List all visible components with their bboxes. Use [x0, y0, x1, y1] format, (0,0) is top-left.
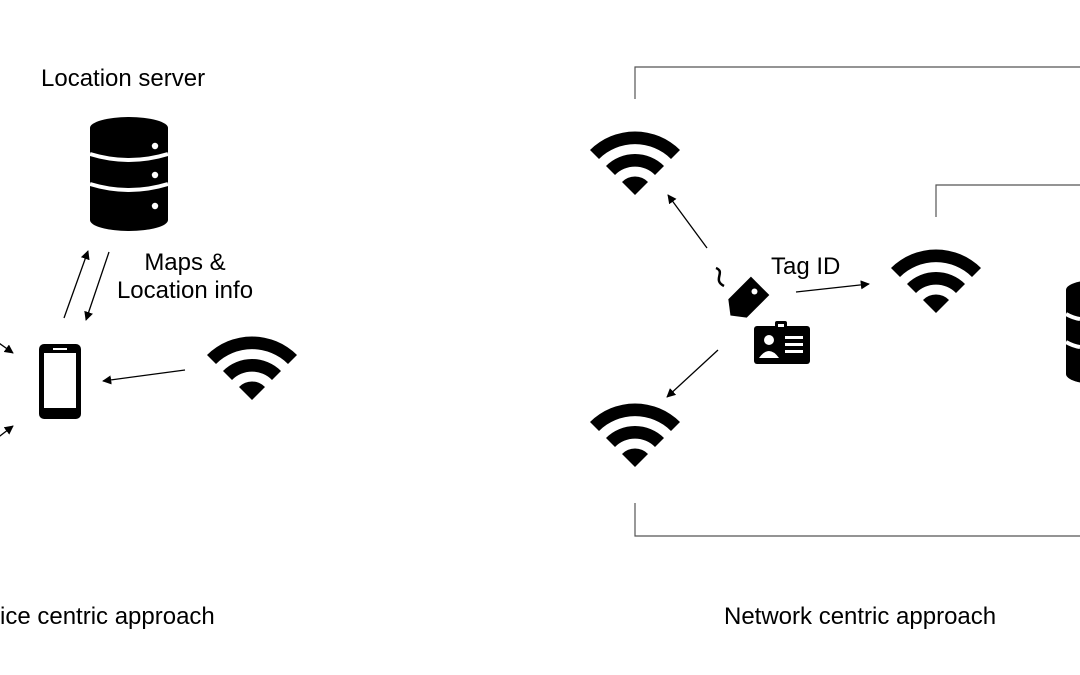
arrow-tag-to-ap-middle: [795, 280, 870, 293]
wifi-icon: [891, 249, 981, 313]
arrow-server-to-phone: [84, 251, 110, 321]
left-server: [88, 115, 170, 233]
wifi-icon: [590, 403, 680, 467]
maps-label-line2: Location info: [116, 276, 254, 304]
maps-info-label: Maps & Location info: [110, 249, 260, 304]
connector-top: [634, 66, 1080, 99]
arrow-left-offscreen-top: [0, 343, 14, 354]
arrow-tag-to-ap-top: [667, 194, 708, 249]
arrow-left-offscreen-bottom: [0, 425, 14, 437]
smartphone-icon: [39, 344, 81, 419]
tag-id-label: Tag ID: [771, 253, 841, 280]
arrow-ap-to-phone: [102, 369, 186, 385]
left-caption: ice centric approach: [0, 603, 215, 630]
wifi-icon: [590, 131, 680, 195]
connector-middle: [935, 184, 1080, 217]
right-caption: Network centric approach: [724, 603, 997, 630]
database-icon: [1065, 281, 1080, 383]
arrow-tag-to-ap-bottom: [666, 349, 719, 398]
location-server-label: Location server: [41, 65, 206, 92]
id-badge-icon: [754, 321, 810, 364]
database-icon: [88, 115, 170, 233]
wifi-icon: [207, 336, 297, 400]
maps-label-line1: Maps &: [144, 249, 226, 276]
tag-icon: [715, 266, 770, 318]
arrow-phone-to-server: [63, 250, 90, 319]
connector-bottom: [634, 503, 1080, 537]
